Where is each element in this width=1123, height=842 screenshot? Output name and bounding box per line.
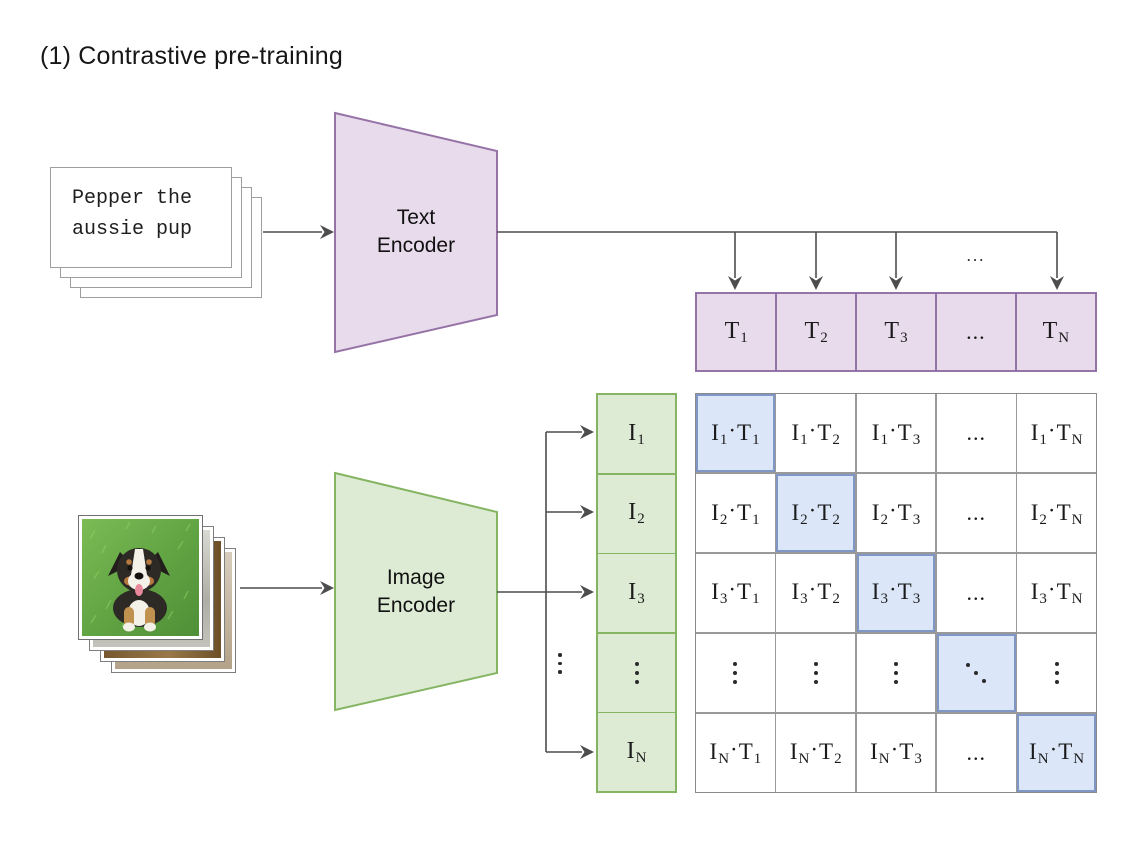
matrix-cell-I2-T3: I2·T3 <box>856 473 936 553</box>
caption-line-2: aussie pup <box>72 218 193 241</box>
matrix-cell-I2-TN: I2·TN <box>1017 473 1096 553</box>
vertical-ellipsis <box>893 661 898 684</box>
text-embedding-T1: T1 <box>697 294 776 370</box>
text-embedding-TN: TN <box>1016 294 1096 370</box>
horizontal-ellipsis: ... <box>966 420 987 446</box>
arrowhead-t2 <box>809 276 823 290</box>
matrix-cell-IN-T2: IN·T2 <box>776 713 856 792</box>
horizontal-ellipsis: ... <box>966 319 986 344</box>
text-encoder-label-line2: Encoder <box>376 234 456 257</box>
horizontal-ellipsis: ... <box>966 579 987 605</box>
matrix-cell-I3-TN: I3·TN <box>1017 553 1096 633</box>
arrowhead-t1 <box>728 276 742 290</box>
arrowhead-i2 <box>580 505 594 519</box>
diagonal-ellipsis <box>964 661 988 685</box>
matrix-cell-I1-T1: I1·T1 <box>696 394 775 473</box>
matrix-cell-ellipsis: ... <box>936 394 1016 473</box>
text-encoder-label: Text Encoder <box>336 204 496 260</box>
matrix-cell-IN-T3: IN·T3 <box>856 713 936 792</box>
matrix-cell-I3-T2: I3·T2 <box>776 553 856 633</box>
vertical-ellipsis <box>813 661 818 684</box>
caption-line-1: Pepper the <box>72 187 193 210</box>
text-embedding-T3: T3 <box>856 294 936 370</box>
matrix-cell-I3-T1: I3·T1 <box>696 553 775 633</box>
matrix-cell-I3-T3: I3·T3 <box>856 553 936 633</box>
vertical-ellipsis <box>1054 661 1059 684</box>
matrix-cell-IN-T1: IN·T1 <box>696 713 775 792</box>
puppy-photo <box>82 519 199 636</box>
arrowhead-image-stack <box>320 581 334 595</box>
arrowhead-i3 <box>580 585 594 599</box>
matrix-cell-ellipsis <box>696 633 775 713</box>
arrowhead-t3 <box>889 276 903 290</box>
matrix-cell-ellipsis <box>1017 633 1096 713</box>
matrix-cell-ellipsis <box>776 633 856 713</box>
image-encoder-label-line1: Image <box>386 566 446 589</box>
text-branch-ellipsis: ... <box>966 246 986 265</box>
caption-text: Pepper the aussie pup <box>51 168 231 245</box>
image-embedding-I1: I1 <box>598 395 675 473</box>
image-branch-ellipsis <box>558 653 562 674</box>
horizontal-ellipsis: ... <box>966 739 987 765</box>
matrix-cell-ellipsis <box>936 633 1016 713</box>
image-encoder-label: Image Encoder <box>336 564 496 620</box>
text-encoder-label-line1: Text <box>396 206 436 229</box>
matrix-cell-I2-T1: I2·T1 <box>696 473 775 553</box>
image-embedding-I3: I3 <box>598 554 675 632</box>
photo-card-front <box>78 515 203 640</box>
vertical-ellipsis <box>733 661 738 684</box>
matrix-cell-ellipsis <box>856 633 936 713</box>
image-embedding-I2: I2 <box>598 474 675 553</box>
matrix-cell-ellipsis: ... <box>936 713 1016 792</box>
vertical-ellipsis <box>634 661 639 684</box>
image-encoder-label-line2: Encoder <box>376 594 456 617</box>
image-embedding-ellipsis <box>598 633 675 712</box>
arrowhead-in <box>580 745 594 759</box>
figure-title: (1) Contrastive pre-training <box>40 42 343 70</box>
matrix-cell-ellipsis: ... <box>936 553 1016 633</box>
matrix-cell-ellipsis: ... <box>936 473 1016 553</box>
arrowhead-tn <box>1050 276 1064 290</box>
text-embedding-ellipsis: ... <box>936 294 1016 370</box>
image-embedding-IN: IN <box>598 713 675 791</box>
text-embedding-T2: T2 <box>776 294 856 370</box>
text-card-front: Pepper the aussie pup <box>50 167 232 268</box>
matrix-cell-IN-TN: IN·TN <box>1017 713 1096 792</box>
matrix-cell-I2-T2: I2·T2 <box>776 473 856 553</box>
arrowhead-i1 <box>580 425 594 439</box>
matrix-cell-I1-T3: I1·T3 <box>856 394 936 473</box>
matrix-cell-I1-T2: I1·T2 <box>776 394 856 473</box>
horizontal-ellipsis: ... <box>966 500 987 526</box>
arrowhead-text-stack <box>320 225 334 239</box>
matrix-cell-I1-TN: I1·TN <box>1017 394 1096 473</box>
